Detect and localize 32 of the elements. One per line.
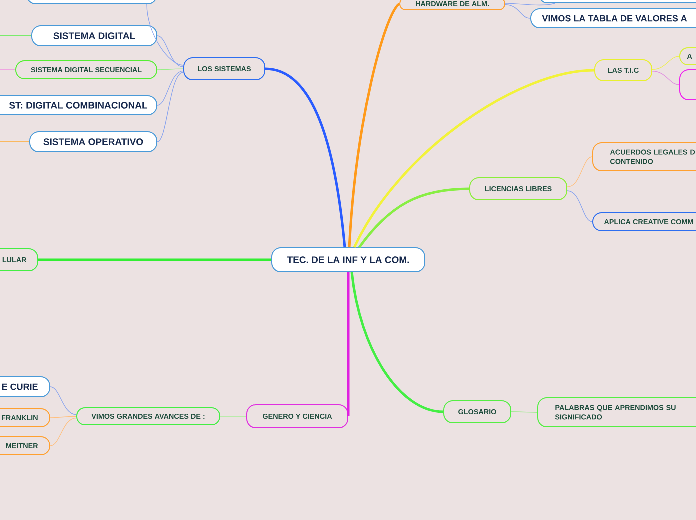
- branch-line: [157, 70, 184, 106]
- central-topic-box: TEC. DE LA INF Y LA COM.: [272, 248, 426, 272]
- branch-line: [38, 258, 272, 262]
- branch-line: [157, 36, 184, 68]
- branch-line: [146, 4, 184, 66]
- branch-line: [157, 68, 184, 70]
- subtopic-box: VIMOS LA TABLA DE VALORES A: [530, 8, 696, 28]
- subtopic-box: ST: DIGITAL COMBINACIONAL: [0, 96, 158, 116]
- branch-line: [350, 272, 444, 414]
- branch-line: [348, 3, 400, 248]
- branch-line: [505, 4, 531, 19]
- branch-line: [265, 68, 346, 248]
- branch-line: [220, 416, 247, 417]
- branch-line: [50, 416, 77, 418]
- branch-line: [567, 190, 593, 222]
- subtopic-box: SISTEMA OPERATIVO: [30, 132, 158, 152]
- subtopic-box: SISTEMA DIGITAL: [32, 26, 158, 46]
- branch-line: [505, 3, 556, 6]
- branch-line: [567, 156, 593, 188]
- branch-line: [50, 386, 77, 416]
- branch-line: [353, 69, 595, 248]
- subtopic-box: [540, 0, 696, 4]
- branch-line: [652, 71, 680, 86]
- branch-line: [358, 188, 470, 248]
- subtopic-box: E CURIE: [0, 376, 50, 398]
- branch-line: [347, 272, 350, 416]
- branch-line: [652, 56, 680, 70]
- subtopic-box: [26, 0, 158, 4]
- subtopic-box: [680, 70, 696, 100]
- branch-line: [50, 418, 77, 446]
- branch-line: [511, 412, 538, 413]
- branch-line: [157, 72, 184, 142]
